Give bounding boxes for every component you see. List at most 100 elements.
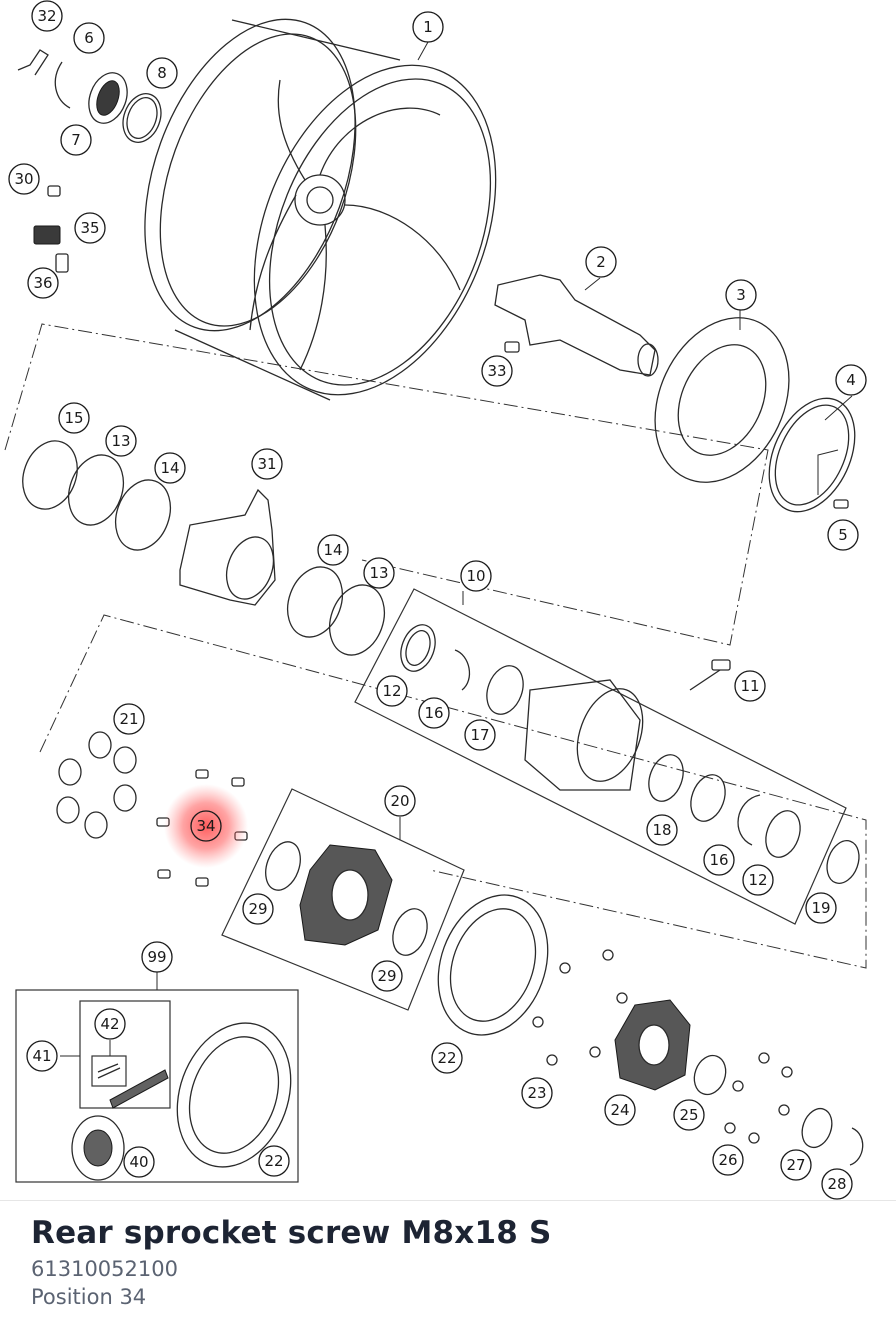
sprocket-hub-parts [614,999,864,1166]
part-info-panel: Rear sprocket screw M8x18 S 61310052100 … [0,1200,896,1336]
wheel-speed-sensor [33,185,69,273]
callout-22-a[interactable]: 22 [431,1042,463,1074]
svg-text:31: 31 [257,455,276,473]
abs-ring [768,397,856,513]
callout-29-a[interactable]: 29 [242,893,274,925]
part-number: 61310052100 [31,1257,178,1281]
callout-13-a[interactable]: 13 [105,425,137,457]
svg-text:12: 12 [382,682,401,700]
callout-21[interactable]: 21 [113,703,145,735]
callout-29-b[interactable]: 29 [371,960,403,992]
callout-12-b[interactable]: 12 [742,864,774,896]
svg-text:11: 11 [740,677,759,695]
callout-32[interactable]: 32 [31,0,63,32]
svg-text:3: 3 [736,286,746,304]
svg-text:22: 22 [264,1152,283,1170]
leader-lines [60,41,853,1057]
callout-14-a[interactable]: 14 [154,452,186,484]
brake-caliper-carrier [179,488,276,606]
svg-text:41: 41 [32,1047,51,1065]
svg-text:2: 2 [596,253,606,271]
callout-16-a[interactable]: 16 [418,697,450,729]
svg-text:36: 36 [33,274,52,292]
svg-text:34: 34 [196,817,215,835]
svg-text:17: 17 [470,726,489,744]
callout-36[interactable]: 36 [27,267,59,299]
svg-text:5: 5 [838,526,848,544]
svg-text:19: 19 [811,899,830,917]
callout-35[interactable]: 35 [74,212,106,244]
callout-28[interactable]: 28 [821,1168,853,1200]
callout-23[interactable]: 23 [521,1077,553,1109]
svg-text:20: 20 [390,792,409,810]
brake-disc [654,317,790,483]
callout-34[interactable]: 34 [190,810,222,842]
svg-text:10: 10 [466,567,485,585]
svg-text:6: 6 [84,29,94,47]
callout-15[interactable]: 15 [58,402,90,434]
callout-19[interactable]: 19 [805,892,837,924]
svg-text:13: 13 [111,432,130,450]
svg-text:27: 27 [786,1156,805,1174]
callout-27[interactable]: 27 [780,1149,812,1181]
callout-1[interactable]: 1 [412,11,444,43]
callout-99[interactable]: 99 [141,941,173,973]
svg-text:21: 21 [119,710,138,728]
callout-22-b[interactable]: 22 [258,1145,290,1177]
cush-drive-hub [400,624,860,884]
callout-8[interactable]: 8 [146,57,178,89]
svg-text:4: 4 [846,371,856,389]
svg-text:25: 25 [679,1106,698,1124]
hub-axle [494,274,659,377]
callout-3[interactable]: 3 [725,279,757,311]
svg-text:33: 33 [487,362,506,380]
svg-text:16: 16 [424,704,443,722]
callout-40[interactable]: 40 [123,1146,155,1178]
svg-text:18: 18 [652,821,671,839]
callout-4[interactable]: 4 [835,364,867,396]
svg-text:7: 7 [71,131,81,149]
svg-text:28: 28 [827,1175,846,1193]
callout-18[interactable]: 18 [646,814,678,846]
svg-text:26: 26 [718,1151,737,1169]
callout-10[interactable]: 10 [460,560,492,592]
svg-text:15: 15 [64,409,83,427]
callout-31[interactable]: 31 [251,448,283,480]
callout-2[interactable]: 2 [585,246,617,278]
assembly-lines [4,323,867,969]
callout-7[interactable]: 7 [60,124,92,156]
svg-text:24: 24 [610,1101,629,1119]
callout-11[interactable]: 11 [734,670,766,702]
svg-text:8: 8 [157,64,167,82]
svg-text:29: 29 [248,900,267,918]
svg-text:29: 29 [377,967,396,985]
callout-24[interactable]: 24 [604,1094,636,1126]
callout-13-b[interactable]: 13 [363,557,395,589]
part-position: Position 34 [31,1285,147,1309]
bearing-rings-upper-left [17,49,162,143]
callout-41[interactable]: 41 [26,1040,58,1072]
svg-text:13: 13 [369,564,388,582]
svg-text:16: 16 [709,851,728,869]
svg-text:40: 40 [129,1153,148,1171]
callout-26[interactable]: 26 [712,1144,744,1176]
callout-30[interactable]: 30 [8,163,40,195]
callout-42[interactable]: 42 [94,1008,126,1040]
callout-33[interactable]: 33 [481,355,513,387]
nuts-and-bolts [532,949,793,1144]
callout-5[interactable]: 5 [827,519,859,551]
callout-17[interactable]: 17 [464,719,496,751]
callout-6[interactable]: 6 [73,22,105,54]
rear-sprocket [176,894,549,1168]
callout-14-b[interactable]: 14 [317,534,349,566]
callout-25[interactable]: 25 [673,1099,705,1131]
svg-text:32: 32 [37,7,56,25]
svg-text:30: 30 [14,170,33,188]
svg-text:35: 35 [80,219,99,237]
callout-16-b[interactable]: 16 [703,844,735,876]
svg-text:22: 22 [437,1049,456,1067]
callout-12-a[interactable]: 12 [376,675,408,707]
highlight-glow [164,784,248,868]
callout-20[interactable]: 20 [384,785,416,817]
svg-text:23: 23 [527,1084,546,1102]
